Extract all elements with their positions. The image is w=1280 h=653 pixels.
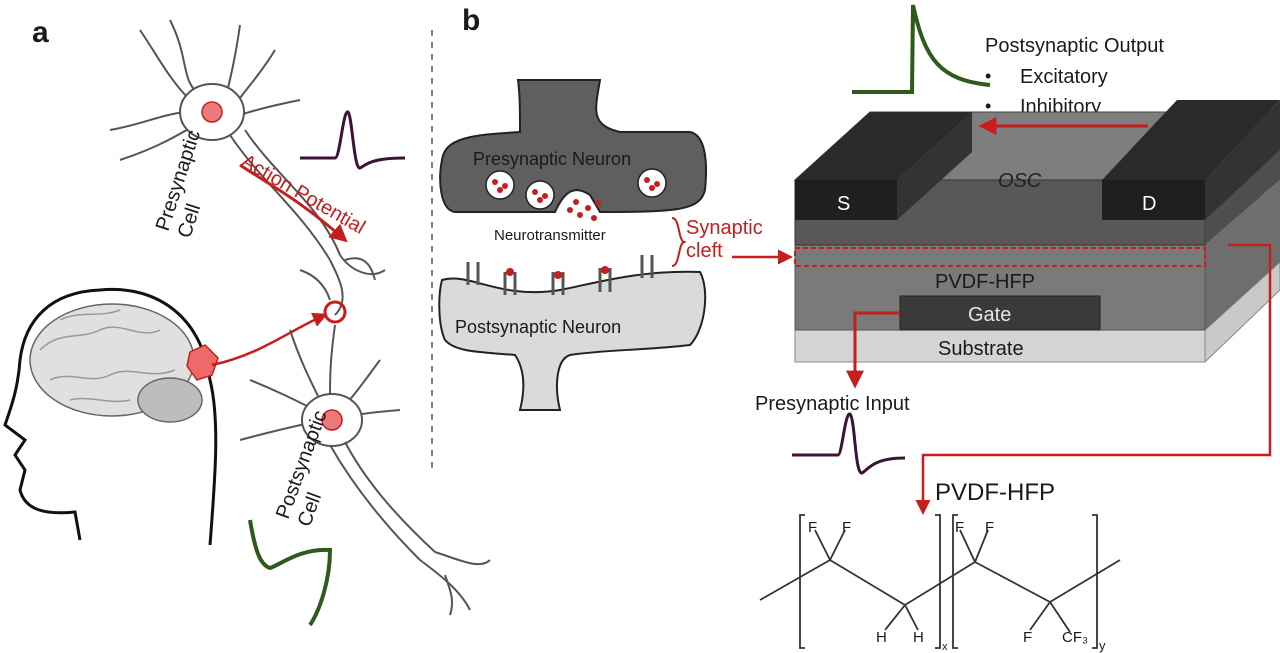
panel-a-label: a [32,16,49,49]
polymer-title: PVDF-HFP [935,479,1055,506]
output-excitatory-label: Excitatory [1020,66,1108,88]
action-potential-arrow [239,163,348,243]
presynaptic-cell-label: PresynapticCell [152,127,227,240]
atom-f-5: F [1023,629,1032,646]
action-potential-label: Action Potential [238,150,369,239]
output-bullet-inhibitory: • [985,96,991,116]
presynaptic-neuron-label: Presynaptic Neuron [473,149,631,169]
postsynaptic-response-trace [248,519,333,627]
bound-neurotransmitters [506,266,609,279]
polymer-structure [759,514,1121,649]
brain-region-highlight [186,344,219,381]
substrate-label: Substrate [938,338,1024,360]
osc-label: OSC [998,170,1042,192]
atom-f-2: F [842,519,851,536]
dielectric-label: PVDF-HFP [935,271,1035,293]
atom-f-3: F [955,519,964,536]
atom-cf3: CF₃ [1062,629,1088,646]
gate-input-arrow [846,311,900,389]
synaptic-cleft-line-2: cleft [686,240,723,262]
neurotransmitter-label: Neurotransmitter [494,227,606,244]
synaptic-cleft-line: Synaptic [686,217,763,239]
presynaptic-input-label: Presynaptic Input [755,393,910,415]
neurotransmitter-particles [567,199,601,221]
polymer-callout-arrow [915,243,1272,515]
head-with-brain [3,287,219,546]
atom-f-1: F [808,519,817,536]
drain-electrode [1102,180,1205,220]
gate-label: Gate [968,304,1011,326]
output-bullet-excitatory: • [985,66,991,86]
interface-highlight-box [794,247,1206,267]
source-electrode [795,180,897,220]
presynaptic-terminal [439,79,708,214]
source-label: S [837,193,850,215]
brain-to-synapse-arrow [211,312,328,367]
gate-electrode [899,295,1101,331]
postsynaptic-terminal [438,270,707,411]
panel-b-label: b [462,4,480,37]
drain-label: D [1142,193,1156,215]
synaptic-transistor-device [793,100,1280,363]
postsynaptic-output-trace [852,4,991,94]
synaptic-vesicles [485,168,667,210]
postsynaptic-neuron-label: Postsynaptic Neuron [455,317,621,337]
postsynaptic-nucleus [321,409,343,431]
subscript-y: y [1099,638,1106,653]
synapse-highlight-circle [323,300,347,324]
presynaptic-input-trace [792,412,906,475]
subscript-x: x [942,641,948,653]
postsynaptic-output-label: Postsynaptic Output [985,35,1164,57]
presynaptic-neuron-drawing [109,19,386,316]
atom-h-1: H [876,629,887,646]
presynaptic-nucleus [201,101,223,123]
receptors [466,255,654,295]
synaptic-cleft-bracket [671,217,688,267]
atom-h-2: H [913,629,924,646]
action-potential-trace [300,110,406,170]
postsynaptic-neuron-drawing [239,324,491,616]
atom-f-4: F [985,519,994,536]
